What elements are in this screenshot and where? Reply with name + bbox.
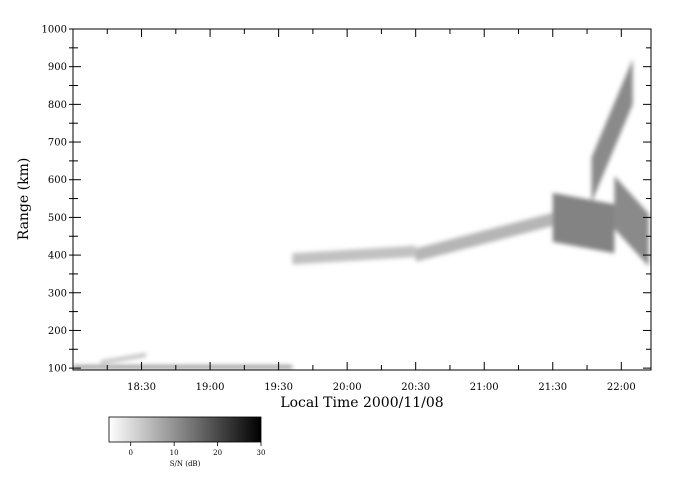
echo-region-e-region-patch [100, 353, 147, 365]
x-tick-label: 19:30 [264, 382, 293, 393]
x-tick-label: 18:30 [127, 382, 156, 393]
colorbar-tick-label: 0 [128, 449, 132, 457]
echo-region-e-region-echo [73, 365, 293, 369]
echo-region-f-region-echo-mid [415, 212, 553, 262]
x-tick-label: 19:00 [196, 382, 225, 393]
x-tick-label: 20:00 [333, 382, 362, 393]
colorbar-tick-label: 30 [257, 449, 266, 457]
colorbar-label: S/N (dB) [170, 460, 201, 468]
colorbar-ticks: 0 10 20 30 [128, 442, 265, 457]
y-tick-label: 1000 [42, 25, 67, 36]
y-axis-label: Range (km) [16, 158, 32, 241]
plot-area [73, 29, 651, 370]
y-tick-label: 900 [48, 62, 67, 73]
x-tick-label: 20:30 [401, 382, 430, 393]
y-axis: 100 200 300 400 500 600 700 800 900 1000 [42, 25, 651, 375]
colorbar-tick-label: 10 [170, 449, 179, 457]
y-tick-label: 500 [48, 213, 67, 224]
echo-region-spread-f-lower [552, 192, 615, 254]
x-axis-label: Local Time 2000/11/08 [280, 395, 443, 411]
y-tick-label: 700 [48, 138, 67, 149]
x-tick-label: 21:30 [538, 382, 567, 393]
colorbar-tick-label: 20 [213, 449, 222, 457]
y-tick-label: 600 [48, 175, 67, 186]
colorbar-gradient [108, 416, 262, 443]
echo-region-spread-f-rising [591, 59, 633, 203]
echo-region-f-region-echo-early [292, 245, 416, 265]
plot-frame [72, 28, 652, 371]
x-axis: 18:30 19:00 19:30 20:00 20:30 21:00 21:30 22:00 [72, 29, 636, 393]
y-tick-label: 100 [48, 364, 67, 375]
y-tick-label: 200 [48, 326, 67, 337]
colorbar: 0 10 20 30 S/N (dB) [108, 416, 265, 468]
x-tick-label: 22:00 [607, 382, 636, 393]
y-tick-label: 800 [48, 100, 67, 111]
y-tick-label: 400 [48, 251, 67, 262]
echo-region-spread-f-lower-late [614, 175, 649, 267]
y-tick-label: 300 [48, 288, 67, 299]
x-tick-label: 21:00 [470, 382, 499, 393]
echo-layer [73, 59, 649, 369]
